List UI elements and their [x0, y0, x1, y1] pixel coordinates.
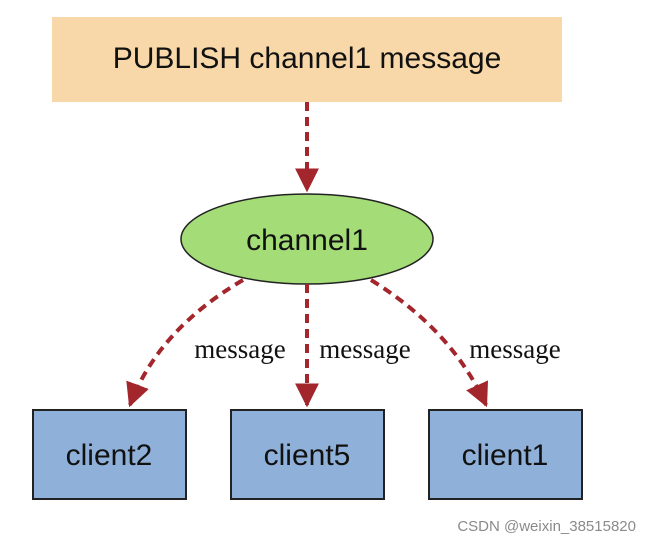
channel-label: channel1	[246, 224, 368, 257]
client1-node: client1	[428, 409, 583, 500]
edge-label-client1: message	[469, 334, 560, 364]
client2-label: client2	[66, 439, 153, 472]
client2-node: client2	[32, 409, 187, 500]
client5-label: client5	[264, 439, 351, 472]
publish-node: PUBLISH channel1 message	[52, 17, 562, 102]
channel-to-client1-arrow	[369, 278, 489, 408]
watermark: CSDN @weixin_38515820	[457, 518, 636, 535]
edge-label-client5: message	[319, 334, 410, 364]
edge-label-client2: message	[194, 334, 285, 364]
client1-label: client1	[462, 439, 549, 472]
publish-label: PUBLISH channel1 message	[113, 42, 502, 75]
client5-node: client5	[230, 409, 385, 500]
channel-to-client2-arrow	[126, 278, 245, 408]
channel-node: channel1	[180, 193, 434, 285]
